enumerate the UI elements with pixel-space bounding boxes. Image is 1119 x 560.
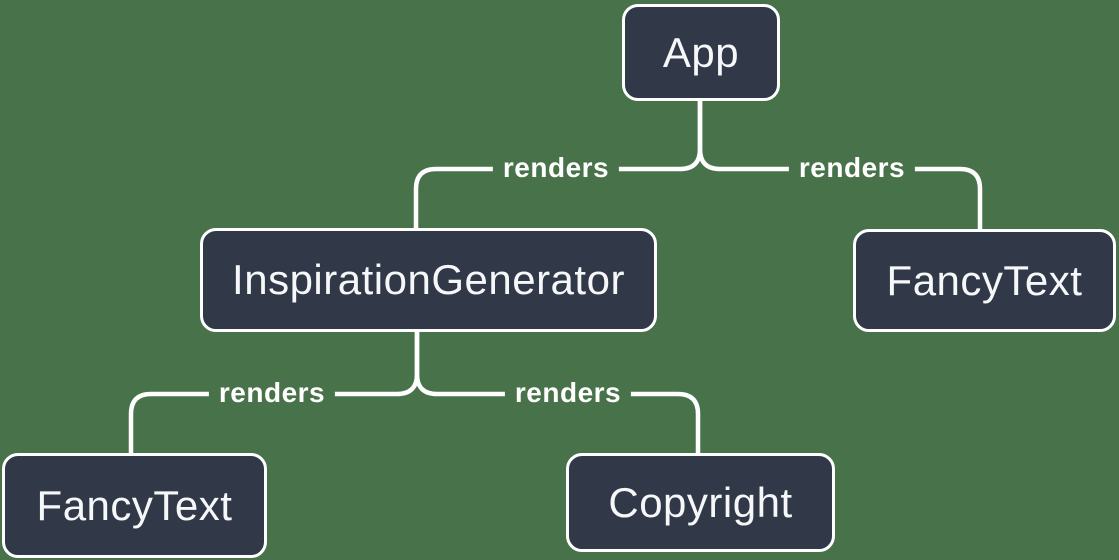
node-fancy-text-left: FancyText [2, 453, 267, 558]
node-inspiration-generator: InspirationGenerator [200, 228, 657, 332]
edge-label-renders-ig-fancy-text: renders [208, 376, 336, 410]
edge-label-renders-app-inspiration-generator: renders [492, 151, 620, 185]
edge-label-renders-ig-copyright: renders [504, 376, 632, 410]
node-fancy-text-right: FancyText [853, 229, 1116, 332]
edge-label-renders-app-fancy-text: renders [788, 151, 916, 185]
node-app: App [622, 4, 780, 101]
node-copyright: Copyright [566, 453, 835, 552]
